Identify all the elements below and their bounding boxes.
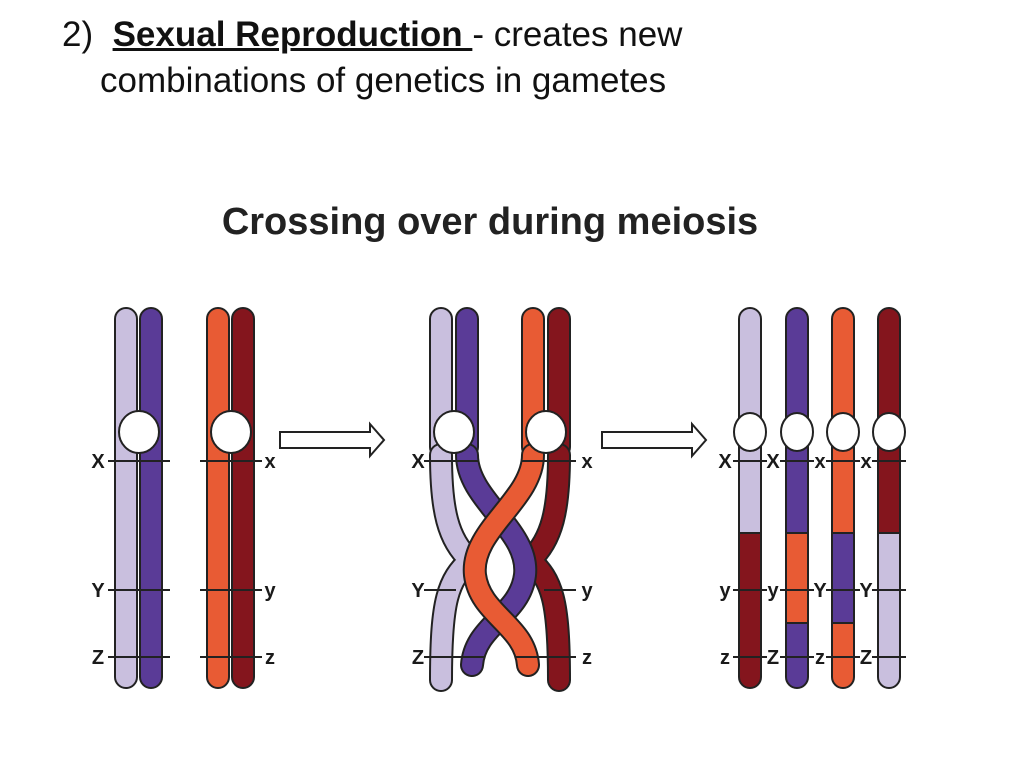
label-y: y	[264, 580, 276, 602]
label-chromatid-2-x: X	[766, 451, 780, 473]
chromatid-orange	[206, 307, 230, 689]
centromere	[780, 412, 814, 452]
label-chromatid-3-z: z	[815, 647, 825, 669]
heading-line-1: 2) Sexual Reproduction - creates new	[62, 12, 962, 58]
recombinant-chromatid-1	[738, 307, 762, 689]
label-y: y	[581, 580, 593, 602]
strand-orange-fill	[464, 445, 543, 675]
chromatid-outline	[877, 307, 901, 689]
centromere	[210, 410, 252, 454]
label-chromatid-3-x: x	[814, 451, 825, 473]
label-Y: Y	[91, 580, 105, 602]
chromatid-dark-red	[231, 307, 255, 689]
label-chromatid-2-y: y	[767, 580, 779, 602]
term-sexual-reproduction: Sexual Reproduction	[112, 15, 473, 54]
chromatid-outline	[831, 307, 855, 689]
centromere	[826, 412, 860, 452]
swapped-segment	[832, 533, 854, 623]
centromere	[118, 410, 160, 454]
label-chromatid-1-y: y	[719, 580, 731, 602]
centromere	[872, 412, 906, 452]
centromere	[525, 410, 567, 454]
recombinant-chromatid-3	[831, 307, 855, 689]
label-X: X	[411, 451, 425, 473]
label-chromatid-4-x: x	[860, 451, 871, 473]
heading-line-2: combinations of genetics in gametes	[62, 58, 962, 104]
stage-crossing-over: X Y Z x y z	[411, 307, 593, 692]
swapped-segment	[786, 533, 808, 623]
locus-lines	[733, 460, 906, 658]
swapped-segment	[878, 533, 900, 688]
stage-before: X Y Z x y z	[91, 307, 276, 689]
chromatid-light-purple	[114, 307, 138, 689]
swapped-segment	[739, 533, 761, 688]
label-chromatid-4-z: Z	[860, 647, 872, 669]
chromatid-dark-purple	[139, 307, 163, 689]
label-x: x	[581, 451, 592, 473]
chromatid-body	[786, 308, 808, 688]
chromatid-outline	[738, 307, 762, 689]
label-chromatid-1-z: z	[720, 647, 730, 669]
label-chromatid-2-z: Z	[767, 647, 779, 669]
label-Y: Y	[411, 580, 425, 602]
diagram-title: Crossing over during meiosis	[222, 201, 758, 243]
arrow-right-icon	[601, 421, 708, 459]
recombinant-chromatid-4	[877, 307, 901, 689]
label-Z: Z	[92, 647, 104, 669]
homolog-purple	[108, 307, 170, 689]
stage-after: X y z X y Z x Y z x Y Z	[718, 307, 906, 689]
label-x: x	[264, 451, 275, 473]
recombinant-chromatid-2	[785, 307, 809, 689]
label-chromatid-1-x: X	[718, 451, 732, 473]
label-chromatid-4-y: Y	[859, 580, 873, 602]
chromatid-body	[832, 308, 854, 688]
definition-part-2: combinations of genetics in gametes	[100, 61, 667, 100]
arrow-right-icon	[279, 421, 386, 459]
item-number: 2)	[62, 15, 94, 54]
homolog-red	[200, 307, 262, 689]
centromere	[733, 412, 767, 452]
centromere	[433, 410, 475, 454]
label-z: z	[265, 647, 275, 669]
strand-dark-purple-fill	[457, 445, 536, 675]
label-Z: Z	[412, 647, 424, 669]
definition-part-1: - creates new	[472, 15, 683, 54]
label-z: z	[582, 647, 592, 669]
label-X: X	[91, 451, 105, 473]
slide-heading: 2) Sexual Reproduction - creates new com…	[62, 12, 962, 104]
chromatid-outline	[785, 307, 809, 689]
label-chromatid-3-y: Y	[813, 580, 827, 602]
